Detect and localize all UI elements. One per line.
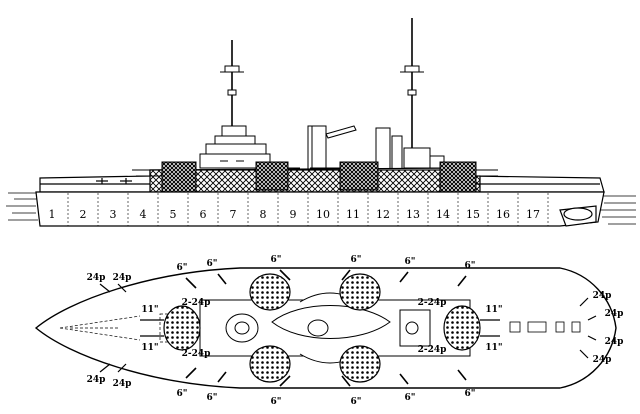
plan-view: 6" 6" 6" 6" 6" 6" 6" 6" 6" 6" 6" 6" 11" … [34, 255, 624, 407]
compartment-numbers: 1 2 3 4 5 6 7 8 9 10 11 12 13 14 15 16 1… [49, 208, 541, 221]
gun-label-11in: 11" [485, 343, 502, 353]
gun-label-twin-24p: 2-24p [182, 298, 211, 308]
upper-hull [39, 167, 605, 193]
main-turrets-plan [140, 273, 500, 383]
compartment-number: 9 [290, 208, 297, 221]
compartment-number: 1 [49, 208, 56, 221]
gun-label-6in: 6" [351, 255, 362, 265]
gun-label-6in: 6" [465, 389, 476, 399]
gun-label-6in: 6" [271, 397, 282, 407]
compartment-number: 7 [230, 208, 237, 221]
secondary-gun-barrels [185, 269, 467, 387]
gun-labels-top: 6" 6" 6" 6" 6" 6" [177, 255, 476, 273]
gun-label-twin-24p: 2-24p [418, 345, 447, 355]
gun-label-6in: 6" [351, 397, 362, 407]
gun-label-twin-24p: 2-24p [418, 298, 447, 308]
gun-labels-11in: 11" 11" 11" 11" [141, 305, 502, 353]
gun-label-11in: 11" [141, 343, 158, 353]
compartment-number: 11 [346, 208, 360, 221]
compartment-number: 13 [406, 208, 420, 221]
compartment-number: 17 [526, 208, 540, 221]
light-gun-barrels [99, 283, 597, 373]
gun-label-24p: 24p [593, 355, 612, 365]
gun-label-11in: 11" [141, 305, 158, 315]
lower-hull [35, 191, 605, 227]
side-profile: 1 2 3 4 5 6 7 8 9 10 11 12 13 14 15 16 1… [6, 18, 636, 227]
gun-label-twin-24p: 2-24p [182, 349, 211, 359]
compartment-number: 5 [170, 208, 177, 221]
compartment-dividers [67, 193, 549, 226]
compartment-number: 3 [110, 208, 117, 221]
compartment-number: 15 [466, 208, 480, 221]
compartment-number: 10 [316, 208, 330, 221]
gun-label-6in: 6" [465, 261, 476, 271]
gun-label-24p: 24p [113, 379, 132, 389]
gun-labels-24p: 24p 24p 24p 24p 24p 24p 24p 24p [87, 273, 624, 389]
aft-superstructure [403, 147, 445, 169]
mainmast [400, 18, 424, 150]
compartment-number: 6 [200, 208, 207, 221]
water-lines [6, 192, 636, 225]
compartment-number: 12 [376, 208, 390, 221]
gun-label-24p: 24p [113, 273, 132, 283]
compartment-number: 4 [140, 208, 147, 221]
compartment-number: 16 [496, 208, 510, 221]
compartment-number: 2 [80, 208, 87, 221]
gun-label-6in: 6" [207, 393, 218, 403]
gun-label-24p: 24p [605, 337, 624, 347]
compartment-number: 14 [436, 208, 450, 221]
gun-label-24p: 24p [87, 375, 106, 385]
gun-label-24p: 24p [593, 291, 612, 301]
gun-label-6in: 6" [177, 263, 188, 273]
gun-label-24p: 24p [87, 273, 106, 283]
forward-superstructure [199, 125, 271, 169]
gun-label-11in: 11" [485, 305, 502, 315]
gun-label-6in: 6" [271, 255, 282, 265]
turrets-profile [132, 161, 498, 193]
gun-label-6in: 6" [405, 257, 416, 267]
gun-labels-twin-24p: 2-24p 2-24p 2-24p 2-24p [182, 298, 447, 359]
compartment-number: 8 [260, 208, 267, 221]
gun-label-6in: 6" [405, 393, 416, 403]
gun-label-24p: 24p [605, 309, 624, 319]
aft-hatches [509, 321, 581, 333]
gun-labels-bottom: 6" 6" 6" 6" 6" 6" [177, 389, 476, 407]
gun-label-6in: 6" [177, 389, 188, 399]
gun-label-6in: 6" [207, 259, 218, 269]
